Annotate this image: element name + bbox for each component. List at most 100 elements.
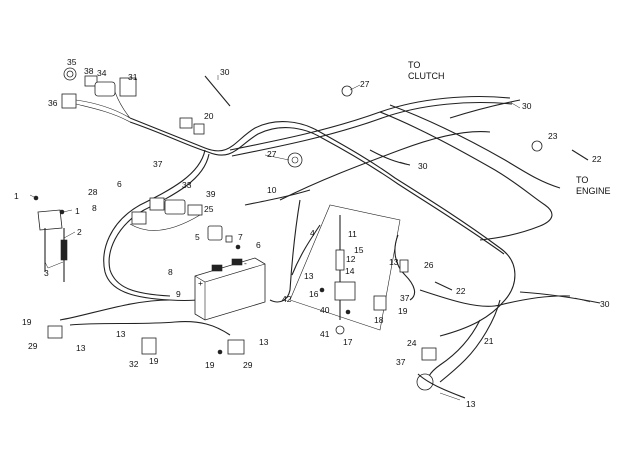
part-35-switch-knob — [66, 70, 74, 78]
callout-16: 16 — [309, 289, 319, 299]
callout-14: 14 — [345, 266, 355, 276]
part-24-solenoid — [421, 347, 437, 361]
part-12-spring — [335, 249, 345, 271]
wire-10 — [244, 189, 311, 206]
callout-20: 20 — [204, 111, 214, 121]
part-22-wire-top — [571, 149, 589, 161]
part-16-nut — [319, 287, 325, 293]
battery-terminal-negative — [231, 258, 243, 266]
part-5-holder — [207, 225, 223, 241]
part-18-switch — [373, 295, 387, 311]
callout-11: 11 — [348, 229, 357, 239]
grommet-group — [287, 85, 353, 168]
wire-30-top-right — [449, 99, 521, 119]
callout-1-b: 1 — [75, 206, 80, 216]
leader — [439, 392, 461, 401]
callout-19-d: 19 — [398, 306, 408, 316]
callout-10: 10 — [267, 185, 277, 195]
callout-30-c: 30 — [418, 161, 428, 171]
part-26-terminal — [399, 259, 409, 273]
leader — [29, 194, 37, 199]
callout-30-d: 30 — [600, 299, 610, 309]
callout-13-d: 13 — [116, 329, 126, 339]
bottom-left-connectors — [47, 325, 245, 355]
part-24-lead — [417, 373, 466, 399]
callout-1-a: 1 — [14, 191, 19, 201]
battery-terminal-positive — [211, 264, 223, 272]
part-22-wire-bottom — [434, 281, 453, 291]
part-20-relay-a — [179, 117, 193, 129]
callout-8-a: 8 — [92, 203, 97, 213]
leader — [264, 154, 290, 161]
callout-32: 32 — [129, 359, 139, 369]
part-7 — [225, 235, 233, 243]
callout-37-b: 37 — [400, 293, 410, 303]
harness-engine-run-2 — [379, 111, 553, 241]
callout-6-b: 6 — [256, 240, 261, 250]
callout-36: 36 — [48, 98, 58, 108]
left-bracket-assembly — [33, 195, 68, 282]
leader — [574, 297, 591, 303]
part-14-bracket — [334, 281, 356, 301]
main-harness — [59, 95, 601, 386]
callout-18: 18 — [374, 315, 384, 325]
callout-3: 3 — [44, 268, 49, 278]
wire-30-right — [519, 291, 601, 304]
leader — [44, 261, 49, 269]
callout-34: 34 — [97, 68, 107, 78]
wire-30-center — [369, 149, 411, 166]
callout-41: 41 — [320, 329, 330, 339]
leader — [399, 161, 411, 166]
callout-12: 12 — [346, 254, 356, 264]
callout-9: 9 — [176, 289, 181, 299]
part-25 — [187, 204, 203, 216]
switch-lead-1 — [75, 99, 131, 119]
part-26-wire — [394, 234, 416, 301]
part-6-screw — [235, 244, 241, 250]
callout-35: 35 — [67, 57, 77, 67]
harness-right-loop — [419, 289, 571, 307]
callout-13-a: 13 — [304, 271, 314, 281]
callout-17: 17 — [343, 337, 353, 347]
battery-plus-label: + — [198, 278, 203, 288]
callout-37-a: 37 — [153, 159, 163, 169]
part-23-cap — [531, 140, 543, 152]
switch-cluster — [61, 67, 137, 123]
callout-37-c: 37 — [396, 357, 406, 367]
part-19-screw — [217, 349, 223, 355]
leader — [63, 231, 76, 239]
callout-13-e: 13 — [259, 337, 269, 347]
leader-lines — [29, 75, 591, 401]
relay-20-group — [179, 117, 205, 135]
harness-cross-upper — [229, 95, 511, 151]
callout-22-b: 22 — [456, 286, 466, 296]
callout-4: 4 — [310, 228, 315, 238]
leader — [62, 209, 73, 213]
part-2-bracket — [37, 209, 63, 231]
callout-33: 33 — [182, 180, 192, 190]
harness-left-branch-2 — [108, 153, 210, 297]
connector-cluster-center — [129, 197, 203, 231]
part-29-plug-right — [227, 339, 245, 355]
harness-center-run — [279, 131, 491, 201]
wire-21 — [439, 299, 501, 383]
part-40-nut — [345, 309, 351, 315]
callout-26: 26 — [424, 260, 434, 270]
part-connector-b — [131, 211, 147, 225]
solenoid-bracket — [289, 204, 401, 335]
callout-39: 39 — [206, 189, 216, 199]
destination-notes: TO CLUTCH TO ENGINE — [408, 60, 611, 196]
callout-24: 24 — [407, 338, 417, 348]
callout-22-a: 22 — [592, 154, 602, 164]
harness-upper-loop-2 — [129, 121, 505, 255]
callout-38: 38 — [84, 66, 94, 76]
part-31-switch — [119, 77, 137, 97]
callout-28: 28 — [88, 187, 98, 197]
note-to-clutch-line2: CLUTCH — [408, 71, 445, 81]
part-27-grommet-center-hole — [291, 156, 299, 164]
harness-bottom-run — [59, 299, 171, 321]
leader — [349, 84, 361, 91]
harness-engine-run — [389, 104, 561, 189]
